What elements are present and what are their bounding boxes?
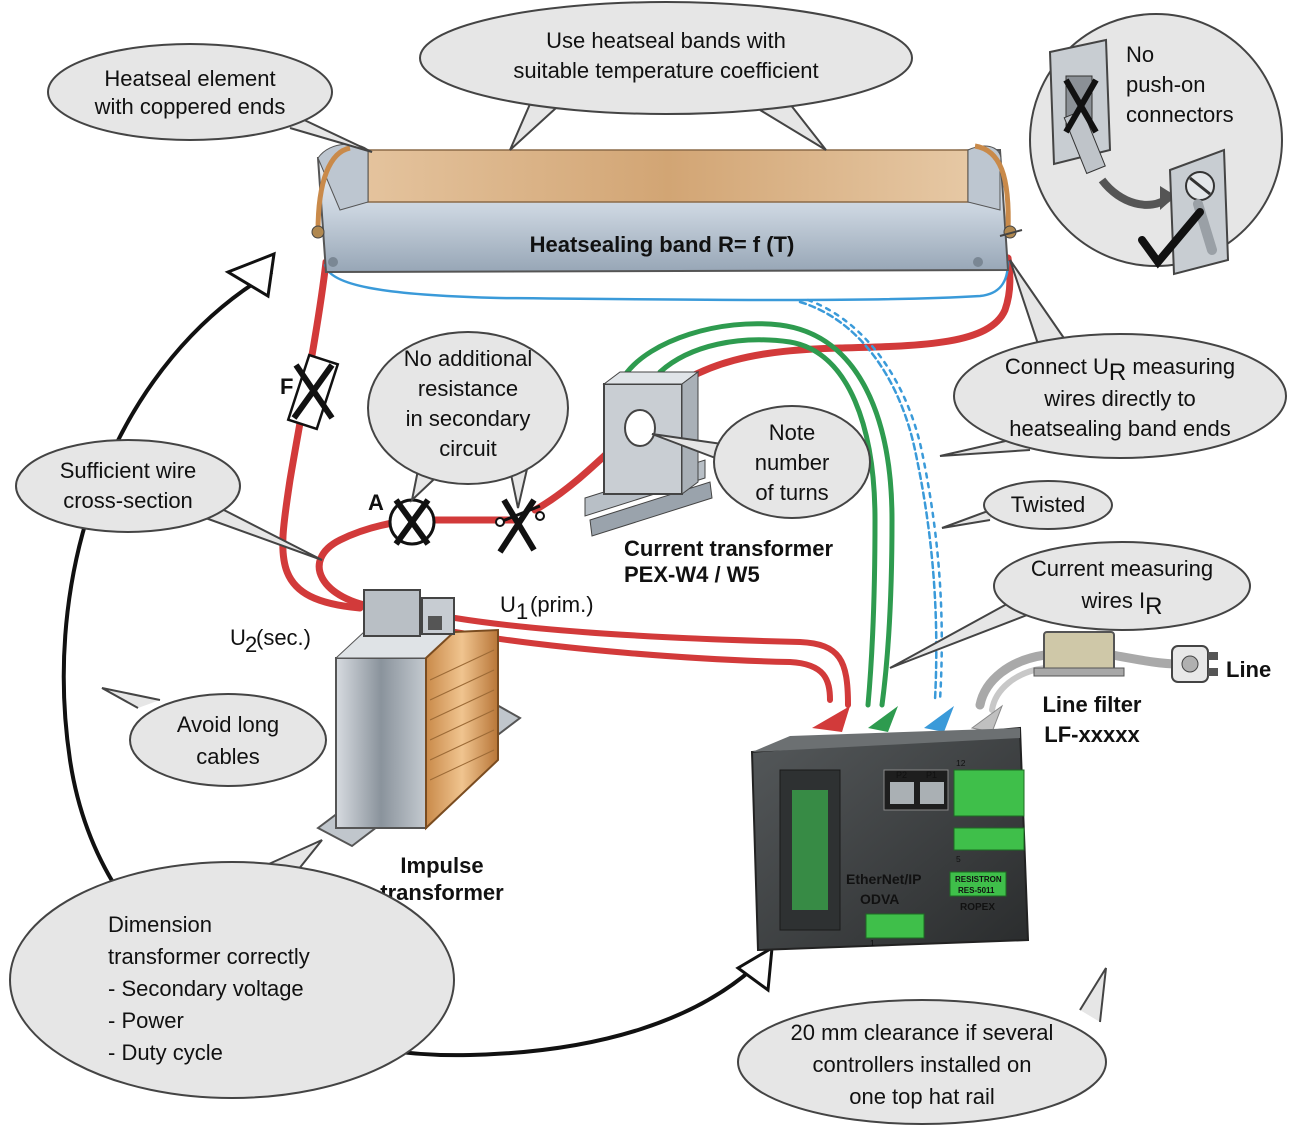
- u1-suffix: (prim.): [530, 592, 594, 617]
- use-bands-line1: Use heatseal bands with: [546, 28, 786, 53]
- callout-avoid-long: Avoid long cables: [101, 687, 327, 787]
- ethernet-port-p1: [920, 782, 944, 804]
- avoid-long-line1: Avoid long: [177, 712, 279, 737]
- dimension-line4: - Power: [108, 1008, 184, 1033]
- controller-side-label: [792, 790, 828, 910]
- dimension-line1: Dimension: [108, 912, 212, 937]
- current-measuring-line1: Current measuring: [1031, 556, 1213, 581]
- mains-plug: Line: [1171, 645, 1271, 683]
- network-label: EtherNet/IP: [846, 871, 921, 887]
- impulse-label-line1: Impulse: [400, 853, 483, 878]
- model-no-label: RES-5011: [958, 886, 995, 895]
- no-pushon-line2: push-on: [1126, 72, 1206, 97]
- blue-arrowhead: [924, 706, 954, 732]
- band-screw-right: [973, 257, 983, 267]
- callout-sufficient-wire: Sufficient wire cross-section: [15, 439, 323, 561]
- band-terminal-left: [311, 225, 325, 239]
- callout-dimension: Dimension transformer correctly - Second…: [9, 839, 455, 1099]
- port-label-p2: P2: [896, 770, 907, 780]
- connect-ur-line3: heatsealing band ends: [1009, 416, 1230, 441]
- note-turns-line3: of turns: [755, 480, 828, 505]
- flow-arrowhead-top: [224, 251, 276, 299]
- u1-main: U: [500, 592, 516, 617]
- no-resistance-line1: No additional: [404, 346, 532, 371]
- u2-main: U: [230, 625, 246, 650]
- ct-label-line2: PEX-W4 / W5: [624, 562, 760, 587]
- ethernet-port-p2: [890, 782, 914, 804]
- odva-label: ODVA: [860, 891, 899, 907]
- sufficient-wire-line1: Sufficient wire: [60, 458, 197, 483]
- no-resistance-line4: circuit: [439, 436, 496, 461]
- ropex-controller: P2 P1 12 5 EtherNet/IP ODVA RESISTRON RE…: [750, 726, 1030, 952]
- wire-arrowheads: [812, 704, 1004, 733]
- u2-sub: 2: [245, 632, 257, 657]
- callout-use-bands: Use heatseal bands with suitable tempera…: [419, 1, 913, 151]
- ammeter-label: A: [368, 490, 384, 515]
- flow-arrowhead-bottom: [735, 945, 774, 993]
- line-label: Line: [1226, 657, 1271, 682]
- current-measuring-line2: wires IR: [1081, 588, 1163, 620]
- dimension-line2: transformer correctly: [108, 944, 310, 969]
- dimension-line5: - Duty cycle: [108, 1040, 223, 1065]
- callout-no-resistance: No additional resistance in secondary ci…: [367, 331, 569, 509]
- line-filter-label-line2: LF-xxxxx: [1044, 722, 1140, 747]
- callout-heatseal-element: Heatseal element with coppered ends: [47, 43, 373, 153]
- avoid-long-line2: cables: [196, 744, 260, 769]
- band-label: Heatsealing band R= f (T): [530, 232, 795, 257]
- callout-connect-ur: Connect UR measuring wires directly to h…: [939, 259, 1287, 459]
- brand-label: ROPEX: [960, 902, 995, 913]
- sufficient-wire-line2: cross-section: [63, 488, 193, 513]
- ammeter-symbol: A: [368, 490, 436, 546]
- terminal-block-top: [953, 769, 1025, 817]
- callout-twisted: Twisted: [941, 480, 1113, 530]
- no-resistance-line2: resistance: [418, 376, 518, 401]
- no-pushon-line3: connectors: [1126, 102, 1234, 127]
- callout-clearance: 20 mm clearance if several controllers i…: [737, 967, 1107, 1125]
- secondary-circuit-wires: [279, 254, 1183, 713]
- clearance-line1: 20 mm clearance if several: [791, 1020, 1054, 1045]
- port-label-p1: P1: [926, 770, 937, 780]
- heatseal-element-line2: with coppered ends: [94, 94, 286, 119]
- green-arrowhead: [868, 706, 898, 732]
- current-transformer: Current transformer PEX-W4 / W5: [584, 371, 833, 587]
- ct-label-line1: Current transformer: [624, 536, 833, 561]
- heatsealing-band: Heatsealing band R= f (T): [311, 143, 1017, 274]
- clearance-line2: controllers installed on: [813, 1052, 1032, 1077]
- terminals-left-label: 1: [870, 938, 875, 948]
- band-screw-left: [328, 257, 338, 267]
- callout-current-measuring: Current measuring wires IR: [889, 541, 1251, 669]
- terminals-top-label: 12: [956, 758, 966, 768]
- impulse-transformer: U 2 (sec.) U 1 (prim.) Impulse transform…: [230, 589, 594, 905]
- switch-symbol: [495, 498, 545, 554]
- no-pushon-line1: No: [1126, 42, 1154, 67]
- note-turns-line1: Note: [769, 420, 815, 445]
- note-turns-line2: number: [755, 450, 830, 475]
- use-bands-line2: suitable temperature coefficient: [513, 58, 818, 83]
- fuse-symbol: F: [280, 353, 340, 431]
- impulse-label-line2: transformer: [380, 880, 504, 905]
- grey-arrowhead: [970, 704, 1004, 733]
- checkmark-icon: [1138, 208, 1204, 269]
- clearance-line3: one top hat rail: [849, 1084, 995, 1109]
- connect-ur-line1: Connect UR measuring: [1005, 354, 1235, 386]
- line-filter: Line filter LF-xxxxx: [1033, 631, 1142, 747]
- u2-suffix: (sec.): [256, 625, 311, 650]
- terminal-block-bottom: [953, 827, 1025, 851]
- dimension-line3: - Secondary voltage: [108, 976, 304, 1001]
- no-resistance-line3: in secondary: [406, 406, 531, 431]
- connect-ur-line2: wires directly to: [1043, 386, 1196, 411]
- line-filter-label-line1: Line filter: [1042, 692, 1141, 717]
- terminals-bottom-label: 5: [956, 854, 961, 864]
- fuse-label: F: [280, 374, 293, 399]
- terminal-block-left: [865, 913, 925, 939]
- heatseal-element-line1: Heatseal element: [104, 66, 275, 91]
- model-label: RESISTRON: [955, 875, 1002, 884]
- red-arrowhead: [812, 706, 850, 732]
- no-pushon-inset: No push-on connectors: [999, 13, 1283, 276]
- callout-note-turns: Note number of turns: [651, 405, 871, 519]
- u1-sub: 1: [516, 599, 528, 624]
- twisted-label: Twisted: [1011, 492, 1086, 517]
